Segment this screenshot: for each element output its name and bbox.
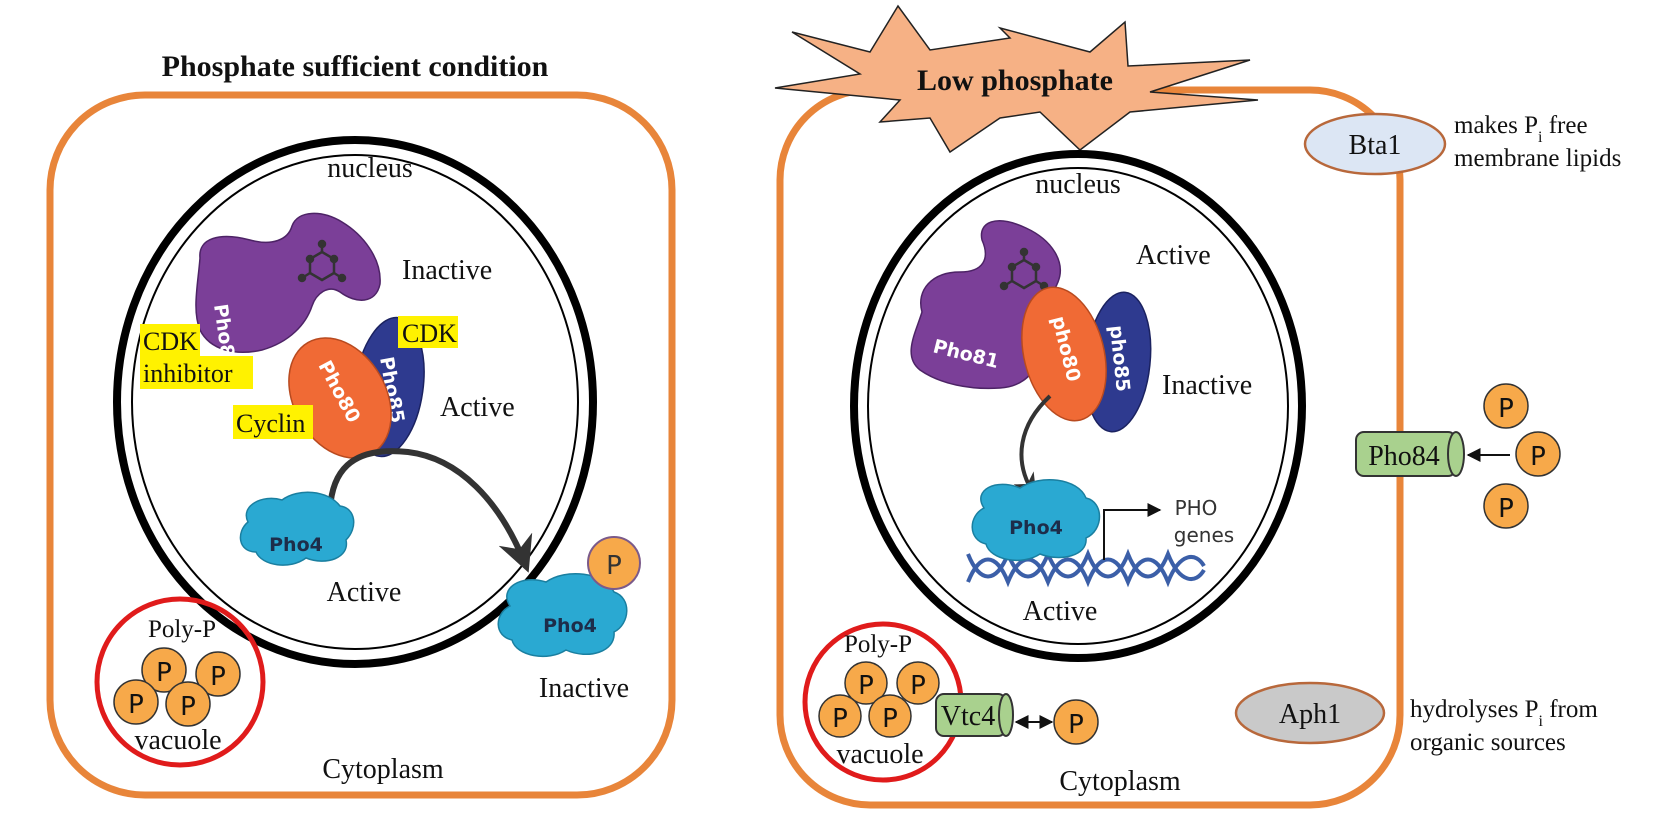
svg-text:P: P [128,690,144,720]
svg-text:P: P [858,671,874,701]
left-cdk-highlight [398,316,458,348]
svg-text:P: P [156,658,172,688]
left-pho4-nuclear-protein [239,491,355,566]
left-cyclin-label: Cyclin [236,409,305,438]
left-cyclin-highlight [233,405,313,439]
right-aph1-label: Aph1 [1279,699,1341,730]
left-nucleus-inner [131,154,579,650]
left-inhibitor-molecule-icon [297,239,347,283]
left-phosphate-attached-label: P [606,551,622,581]
right-vacuole-label: vacuole [836,739,923,770]
right-nucleus-label: nucleus [1035,169,1121,200]
right-aph1-protein [1234,681,1386,745]
right-title: Low phosphate [917,64,1113,97]
right-nucleus-inner [867,167,1289,645]
right-inhibitor-molecule-icon [999,247,1049,291]
left-pho4-nuclear-state: Active [327,577,402,608]
svg-text:P: P [1530,442,1546,472]
left-active-label: Active [440,392,515,423]
left-panel: Phosphate sufficient condition nucleus P… [46,50,676,799]
left-vacuole-label: vacuole [134,725,221,756]
right-cyto-phosphate [1053,699,1099,745]
right-polyp-phosphates: P P P P [818,661,940,738]
svg-text:P: P [910,671,926,701]
left-cdk-inhibitor-highlight [140,324,200,356]
left-pho81-protein [195,212,381,353]
left-cdk-inhibitor-label-1: CDK [143,327,198,356]
left-pho4-cyto-state: Inactive [539,673,629,704]
right-low-phosphate-burst [774,4,1259,154]
svg-text:P: P [832,704,848,734]
right-panel: Low phosphate nucleus Pho81 pho85 pho80 … [774,4,1621,809]
left-cytoplasm-label: Cytoplasm [322,754,444,785]
right-cytoplasm-label: Cytoplasm [1059,766,1181,797]
right-inactive-label: Inactive [1162,370,1252,401]
left-nucleus-outer [113,136,597,668]
right-transcription-arrow [1103,503,1162,560]
right-aph1-desc-2: organic sources [1410,729,1566,756]
right-polyp-label: Poly-P [844,631,912,658]
left-cdk-inhibitor-label-2: inhibitor [143,359,233,388]
right-vtc4-transporter [935,693,1014,737]
right-pho4-label: Pho4 [1009,517,1063,539]
right-vtc4-label: Vtc4 [941,701,995,732]
right-pho80-protein [1021,286,1107,422]
right-pho-genes-label-2: genes [1174,523,1234,547]
svg-text:P: P [210,662,226,692]
left-title: Phosphate sufficient condition [162,50,549,83]
right-aph1-desc-1: hydrolyses Pi from [1410,696,1598,730]
right-pho-genes-label-1: PHO [1175,496,1218,520]
left-pho4-cyto-label: Pho4 [543,615,597,637]
left-cdk-inhibitor-highlight-2 [140,356,253,389]
right-pho4-state: Active [1023,596,1098,627]
right-bta1-label: Bta1 [1349,130,1402,161]
right-active-label: Active [1136,240,1211,271]
left-cell-membrane [46,91,676,799]
left-nucleus-label: nucleus [327,153,413,184]
right-bta1-desc-2: membrane lipids [1454,145,1621,172]
left-polyp-phosphates: P P P P [113,647,241,727]
right-extracellular-phosphates: P P P [1483,383,1561,529]
right-pho84-transporter [1355,431,1465,477]
right-bta1-protein [1303,112,1447,176]
right-bta1-desc-1: makes Pi free [1454,112,1588,146]
left-inactive-label: Inactive [402,255,492,286]
right-cyto-phosphate-label: P [1068,710,1084,740]
svg-text:P: P [882,704,898,734]
right-pho4-protein [971,478,1101,562]
left-export-arrow [326,448,533,573]
left-pho4-cyto-protein [497,572,628,658]
right-pho84-label: Pho84 [1368,441,1440,472]
left-polyp-label: Poly-P [148,616,216,643]
svg-text:P: P [1498,494,1514,524]
svg-text:P: P [1498,394,1514,424]
left-cdk-label: CDK [402,319,457,348]
right-nucleus-outer [850,150,1306,662]
left-phosphate-attached [587,536,641,590]
left-pho4-nuclear-label: Pho4 [269,534,323,556]
left-vacuole [94,596,266,768]
svg-text:P: P [180,692,196,722]
